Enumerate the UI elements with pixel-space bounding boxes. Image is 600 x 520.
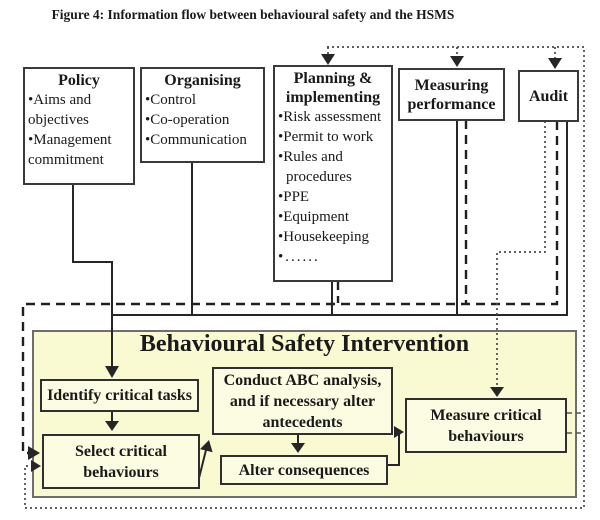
alter-to-measure-arrow (394, 426, 404, 438)
conduct-to-alter-arrow (291, 443, 305, 453)
policy-line: commitment (28, 152, 104, 168)
policy-to-identify-arrow (105, 366, 119, 378)
audit-to-measure-arrow (490, 387, 504, 397)
dashed-feedback-loop (21, 121, 559, 455)
dotted-into-measuring-arrow (450, 56, 464, 67)
planning-line: •Housekeeping (278, 229, 370, 245)
organising-box: Organising •Control •Co-operation •Commu… (140, 67, 265, 163)
alter-to-measure-line (388, 431, 400, 466)
identify-critical-tasks-box: Identify critical tasks (40, 379, 199, 412)
planning-line: •Risk assessment (278, 109, 382, 125)
audit-title: Audit (528, 87, 569, 105)
identify-to-select-arrow (105, 421, 119, 431)
dotted-into-planning-arrow (321, 54, 335, 65)
planning-line: •Equipment (278, 209, 350, 225)
planning-line: •PPE (278, 189, 310, 205)
policy-line: •Aims and (28, 92, 92, 108)
select-critical-behaviours-box: Select critical behaviours (42, 434, 200, 489)
select-to-conduct-arrow (200, 440, 213, 453)
solid-feedback-bus (112, 121, 568, 316)
policy-box: Policy •Aims and objectives •Management … (23, 67, 135, 185)
planning-line: •...... (278, 249, 320, 265)
organising-line: •Communication (145, 132, 247, 148)
audit-box: Audit (518, 70, 579, 122)
policy-title: Policy (58, 72, 100, 89)
dotted-into-select-arrow (31, 460, 41, 472)
figure-title: Figure 4: Information flow between behav… (51, 7, 455, 22)
measuring-performance-box: Measuring performance (398, 68, 505, 121)
measuring-performance-title: Measuring performance (407, 76, 496, 113)
planning-line: •Rules and (278, 149, 343, 165)
organising-line: •Control (145, 92, 197, 108)
measure-critical-behaviours-box: Measure critical behaviours (405, 398, 567, 453)
planning-box: Planning & implementing •Risk assessment… (273, 65, 393, 282)
dotted-into-audit-arrow (548, 58, 562, 69)
dashed-into-select-arrow (28, 446, 40, 460)
organising-line: •Co-operation (145, 112, 230, 128)
conduct-abc-analysis-box: Conduct ABC analysis, and if necessary a… (212, 367, 393, 435)
audit-to-measure-dotted-line (496, 121, 546, 388)
policy-to-identify-line (72, 184, 113, 368)
planning-line: procedures (286, 169, 352, 185)
planning-title: Planning & implementing (285, 70, 381, 106)
alter-consequences-box: Alter consequences (220, 455, 388, 485)
policy-line: objectives (28, 112, 89, 128)
intervention-title: Behavioural Safety Intervention (139, 331, 470, 357)
planning-line: •Permit to work (278, 129, 374, 145)
policy-line: •Management (28, 132, 112, 148)
organising-title: Organising (164, 72, 241, 89)
select-to-conduct-line (198, 449, 207, 479)
